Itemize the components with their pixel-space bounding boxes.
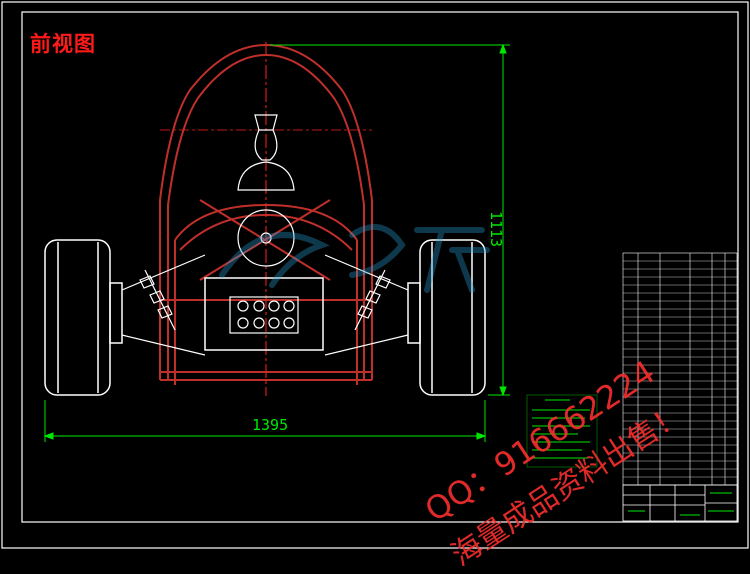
roll-cage [159,43,373,385]
brand-watermark-logo [219,224,490,293]
width-dimension-line [43,400,487,442]
view-title: 前视图 [30,32,96,56]
inner-border [21,11,739,523]
title-block [622,484,738,522]
left-wheel [44,239,123,396]
left-suspension [121,254,206,356]
height-dimension-line [270,43,510,397]
engine-block [204,277,324,351]
overall-width-label: 1395 [252,416,289,434]
right-wheel [407,239,486,396]
parts-list-table [622,252,738,486]
right-suspension [324,254,409,356]
cad-front-view-drawing [1,1,749,549]
outer-border [1,1,749,549]
title-block-fill [628,492,734,516]
technical-requirements-block [526,394,598,468]
overall-height-label: 1113 [487,210,506,248]
parts-list-rows [623,260,737,478]
intake-assembly [237,114,295,267]
